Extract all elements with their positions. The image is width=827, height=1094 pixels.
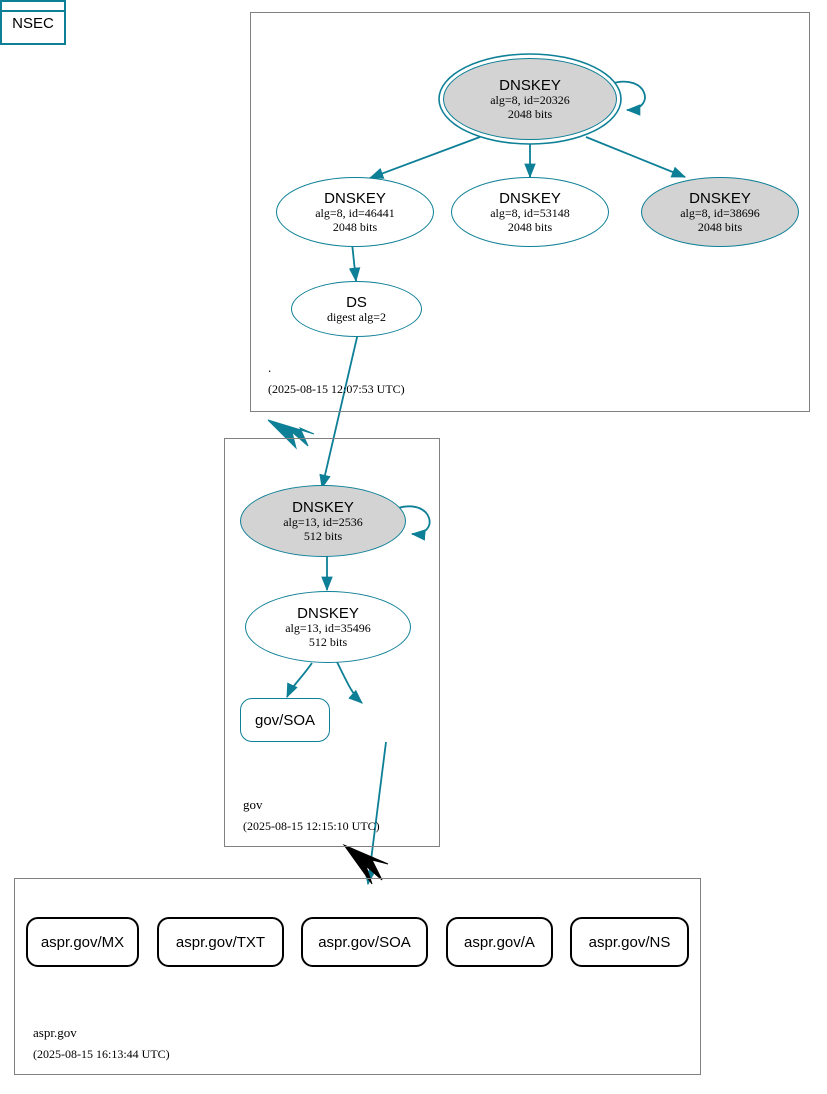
edge-zone-delegation-gov-to-aspr-insecure <box>342 843 389 885</box>
node-keyinfo: alg=8, id=46441 <box>315 206 395 220</box>
node-gov-zsk-35496[interactable]: DNSKEY alg=13, id=35496 512 bits <box>245 591 411 663</box>
node-keyinfo: alg=8, id=53148 <box>490 206 570 220</box>
node-title: aspr.gov/TXT <box>175 933 266 951</box>
node-title: DNSKEY <box>324 190 386 207</box>
node-gov-ksk-2536[interactable]: DNSKEY alg=13, id=2536 512 bits <box>240 485 406 557</box>
node-title: aspr.gov/MX <box>40 933 125 951</box>
edge-root-ksk-to-ksk-38696 <box>585 136 687 178</box>
edge-zsk-46441-to-ds <box>348 242 361 283</box>
zone-label-root-timestamp: (2025-08-15 12:07:53 UTC) <box>268 382 405 396</box>
node-keysize: 2048 bits <box>507 219 553 234</box>
node-root-zsk-46441[interactable]: DNSKEY alg=8, id=46441 2048 bits <box>276 177 434 247</box>
node-gov-nsec[interactable]: NSEC <box>0 0 66 45</box>
node-aspr-gov-ns[interactable]: aspr.gov/NS <box>570 917 689 967</box>
zone-label-root-name: . <box>268 360 272 375</box>
node-root-ksk-20326[interactable]: DNSKEY alg=8, id=20326 2048 bits <box>443 58 617 140</box>
node-keyinfo: alg=8, id=38696 <box>680 206 760 220</box>
node-keysize: 2048 bits <box>507 106 553 121</box>
edge-ds-to-gov-ksk <box>319 332 359 490</box>
node-aspr-gov-soa[interactable]: aspr.gov/SOA <box>301 917 428 967</box>
zone-label-gov-timestamp: (2025-08-15 12:15:10 UTC) <box>243 819 380 833</box>
node-title: aspr.gov/SOA <box>318 933 411 951</box>
edge-gov-zsk-to-gov-soa <box>286 662 313 698</box>
node-root-ksk-38696[interactable]: DNSKEY alg=8, id=38696 2048 bits <box>641 177 799 247</box>
zone-label-aspr-timestamp: (2025-08-15 16:13:44 UTC) <box>33 1047 170 1061</box>
node-aspr-gov-txt[interactable]: aspr.gov/TXT <box>157 917 284 967</box>
node-title: DNSKEY <box>689 190 751 207</box>
node-aspr-gov-mx[interactable]: aspr.gov/MX <box>26 917 139 967</box>
zone-cluster-root <box>250 12 810 412</box>
node-keyinfo: alg=13, id=2536 <box>283 515 363 529</box>
edge-root-ksk-to-zsk-46441 <box>368 136 481 179</box>
node-keysize: 512 bits <box>308 634 348 649</box>
edge-zone-delegation-root-to-gov <box>267 419 315 450</box>
zone-label-aspr-name: aspr.gov <box>33 1025 77 1040</box>
node-keysize: 512 bits <box>303 528 343 543</box>
node-title: DNSKEY <box>499 190 561 207</box>
node-title: gov/SOA <box>254 711 316 729</box>
node-title: DNSKEY <box>297 605 359 622</box>
zone-cluster-gov <box>224 438 440 847</box>
edge-self-loop-root-ksk <box>609 80 646 116</box>
edge-gov-zsk-to-nsec <box>336 661 363 704</box>
node-title: aspr.gov/NS <box>588 933 671 951</box>
node-digest-alg: digest alg=2 <box>326 309 387 324</box>
node-root-ds[interactable]: DS digest alg=2 <box>291 281 422 337</box>
node-root-zsk-53148[interactable]: DNSKEY alg=8, id=53148 2048 bits <box>451 177 609 247</box>
node-title: DS <box>346 293 367 311</box>
nsec-header-bar <box>2 2 64 12</box>
node-keyinfo: alg=8, id=20326 <box>490 93 570 107</box>
zone-cluster-aspr-gov <box>14 878 701 1075</box>
node-gov-soa[interactable]: gov/SOA <box>240 698 330 742</box>
edge-self-loop-gov-ksk <box>397 505 431 541</box>
node-keysize: 2048 bits <box>332 219 378 234</box>
zone-label-gov-name: gov <box>243 797 263 812</box>
node-aspr-gov-a[interactable]: aspr.gov/A <box>446 917 553 967</box>
node-title: aspr.gov/A <box>464 933 535 951</box>
node-keyinfo: alg=13, id=35496 <box>285 621 371 635</box>
node-title: DNSKEY <box>499 77 561 94</box>
node-title: NSEC <box>12 15 54 32</box>
node-title: DNSKEY <box>292 499 354 516</box>
node-keysize: 2048 bits <box>697 219 743 234</box>
